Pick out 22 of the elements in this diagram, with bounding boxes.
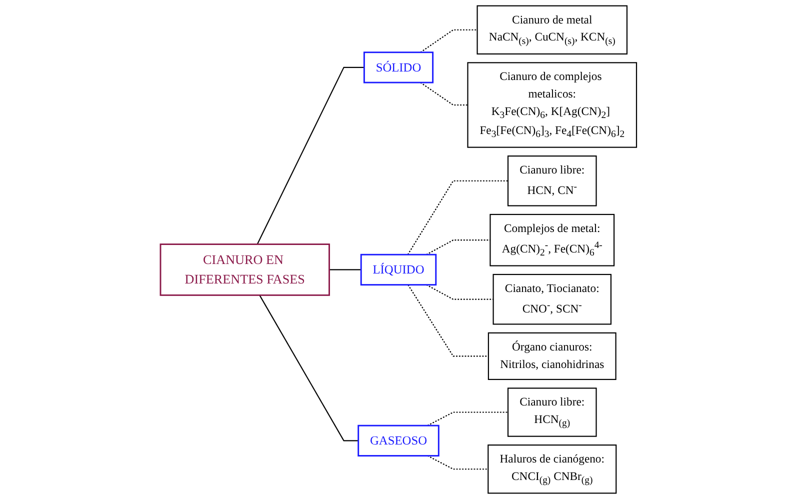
node-box: Órgano cianuros: Nitrilos, cianohidrinas [488,332,616,380]
connector [259,294,358,442]
connector [420,82,468,106]
node-box: Cianuro libre: HCN, CN$^{-}$ [507,156,597,206]
node-box: SÓLIDO [363,52,434,84]
node-box: Cianuro de complejos metalicos: K$_{3}$Fe(CN)$_{6}$, K[Ag(CN)$_{2}$] Fe$_{3}$[Fe(CN)$_{6}$]$_{3}$, Fe$_{4}$[Fe(CN)$_{6}$]$_{2}$ [467,62,638,148]
node-box: LÍQUIDO [360,254,437,286]
node-box: Haluros de cianógeno: CNCI$_{(g)}$ CNBr$_{(g)}$ [488,444,617,494]
connector [407,180,508,255]
connector [427,412,508,426]
node-box: Cianuro libre: HCN$_{(g)}$ [507,388,597,437]
connector [256,66,364,244]
connector [427,455,488,470]
node-box: Cianuro de metal NaCN$_{(s)}$, CuCN$_{(s)}$, KCN$_{(s)}$ [476,5,628,54]
connector [329,269,362,270]
node-box: GASEOSO [358,424,440,456]
node-box: Cianato, Tiocianato: CNO$^{-}$, SCN$^{-}$ [492,274,612,325]
connector [408,284,488,357]
node-box: CIANURO EN DIFERENTES FASES [160,244,330,296]
connector [426,240,490,256]
connector [426,284,494,300]
connector [420,29,478,53]
